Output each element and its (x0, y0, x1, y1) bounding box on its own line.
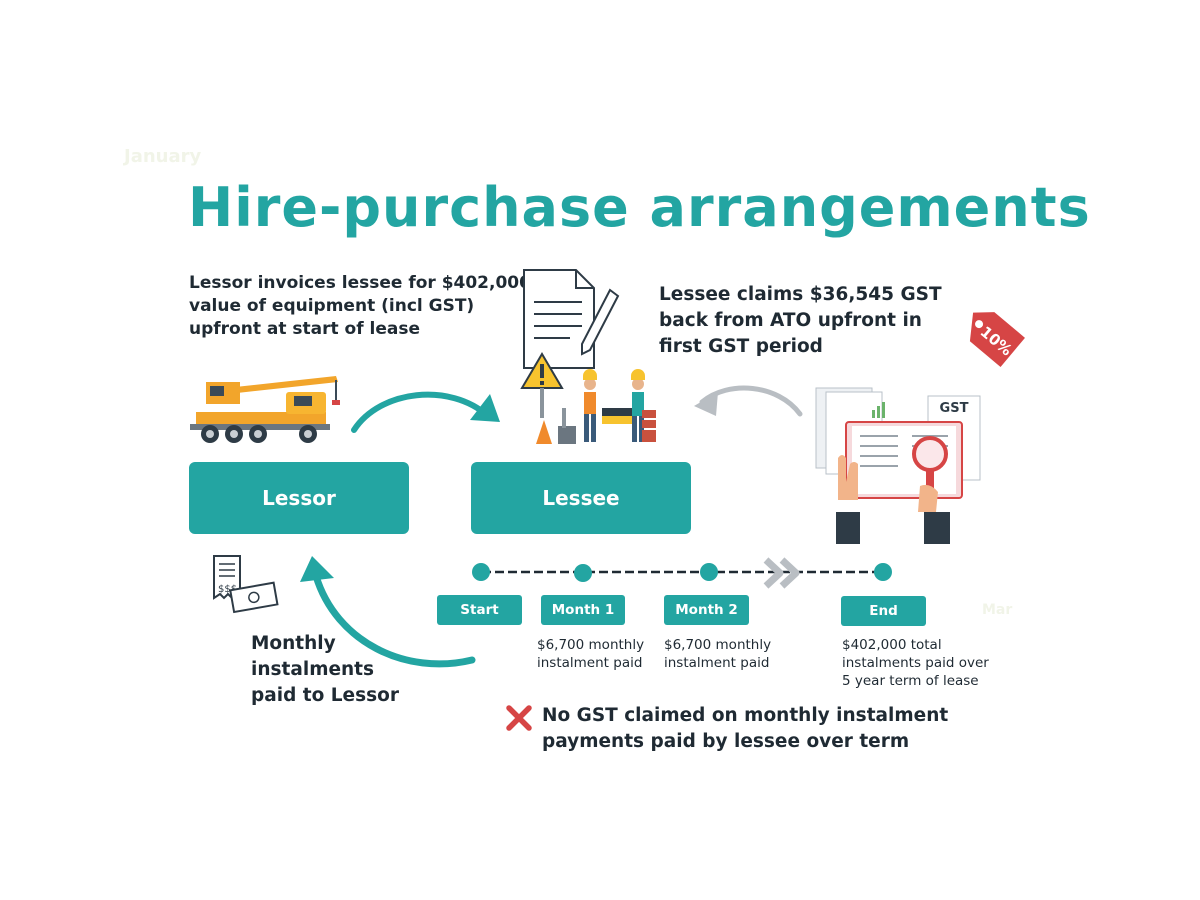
instalments-line: paid to Lessor (251, 685, 399, 706)
note-line: $6,700 monthly (537, 637, 645, 653)
lessee-claim-line: first GST period (659, 336, 823, 357)
note-line: $6,700 monthly (664, 637, 772, 653)
lessee-claim-line: Lessee claims $36,545 GST (659, 284, 942, 305)
no-gst-line: payments paid by lessee over term (542, 731, 910, 752)
lessor-box[interactable]: Lessor (189, 462, 409, 534)
lessor-to-lessee-arrow (351, 391, 500, 433)
lessee-box[interactable]: Lessee (471, 462, 691, 534)
ato-to-lessee-arrow (694, 385, 803, 417)
step-month-2-label: Month 2 (664, 595, 749, 625)
step-end-label: End (841, 596, 926, 626)
instalments-line: instalments (251, 659, 375, 680)
ghost-text-mar: Mar (982, 602, 1013, 618)
step-month-1-note: $6,700 monthly instalment paid (537, 636, 644, 672)
page-title: Hire-purchase arrangements (188, 176, 1091, 239)
lessor-invoice-line: Lessor invoices lessee for $402,000 (189, 273, 531, 293)
note-line: $402,000 total (842, 637, 942, 653)
receipt-cash-icon: $$$ (213, 555, 279, 614)
crane-truck-icon (190, 376, 340, 443)
lessor-invoice-text: Lessor invoices lessee for $402,000 valu… (189, 272, 531, 341)
ghost-text-january: January (124, 146, 202, 167)
timeline-dot-start (472, 563, 490, 581)
step-end-note: $402,000 total instalments paid over 5 y… (842, 636, 989, 690)
lessee-claim-text: Lessee claims $36,545 GST back from ATO … (659, 282, 942, 360)
note-line: instalment paid (664, 655, 770, 671)
cross-icon (506, 705, 532, 731)
timeline-dot-month-2 (700, 563, 718, 581)
note-line: instalments paid over (842, 655, 989, 671)
step-start-label: Start (437, 595, 522, 625)
timeline-dot-month-1 (574, 564, 592, 582)
warning-sign-icon (520, 352, 564, 418)
lessor-invoice-line: upfront at start of lease (189, 319, 421, 339)
price-tag-icon: 10% (969, 312, 1025, 367)
fast-forward-icon (763, 557, 800, 589)
no-gst-line: No GST claimed on monthly instalment (542, 705, 949, 726)
gst-doc-label: GST (940, 401, 969, 416)
step-month-1-label: Month 1 (541, 595, 625, 625)
contract-icon (523, 269, 620, 369)
step-month-2-note: $6,700 monthly instalment paid (664, 636, 771, 672)
instalments-text: Monthly instalments paid to Lessor (251, 631, 399, 709)
gst-report-icon: GST (815, 387, 981, 544)
note-line: 5 year term of lease (842, 673, 979, 689)
timeline-dot-end (874, 563, 892, 581)
instalments-line: Monthly (251, 633, 336, 654)
magnifier-icon (912, 436, 948, 496)
note-line: instalment paid (537, 655, 643, 671)
construction-workers-icon (520, 352, 656, 444)
svg-text:$$$: $$$ (218, 584, 237, 595)
no-gst-text: No GST claimed on monthly instalment pay… (542, 703, 948, 755)
timeline-line (482, 570, 884, 574)
lessor-invoice-line: value of equipment (incl GST) (189, 296, 475, 316)
instalments-arrow (300, 556, 476, 668)
lessee-claim-line: back from ATO upfront in (659, 310, 922, 331)
